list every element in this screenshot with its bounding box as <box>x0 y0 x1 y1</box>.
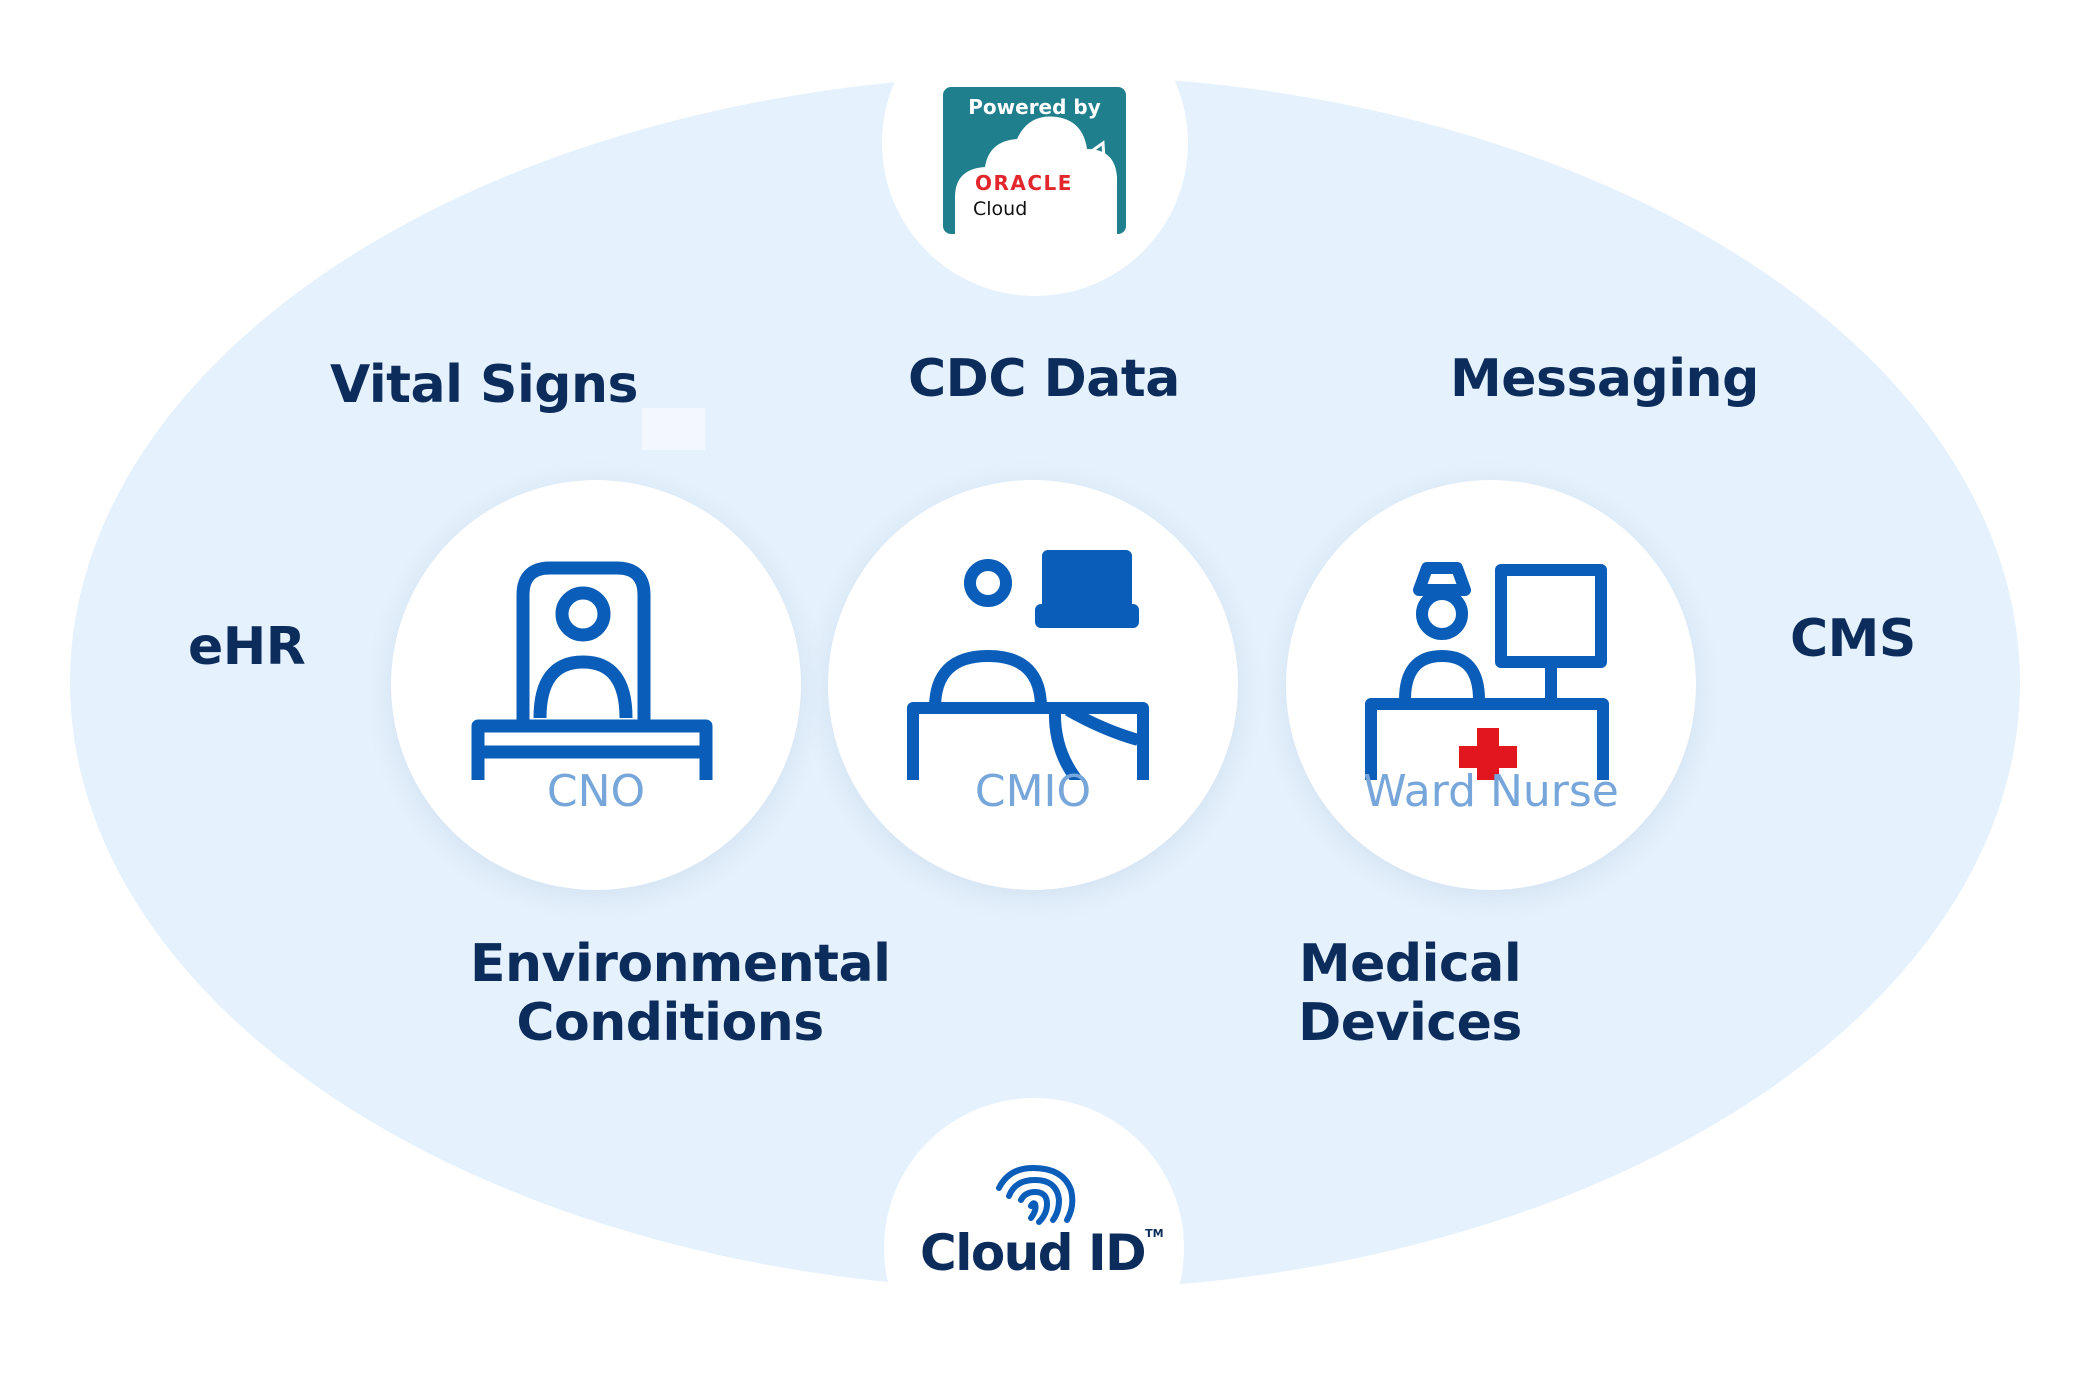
topic-ehr: eHR <box>188 617 306 677</box>
role-cmio-label: CMIO <box>974 766 1092 817</box>
computer-desk-icon <box>907 550 1149 780</box>
fingerprint-icon <box>996 1164 1076 1225</box>
role-cno-label: CNO <box>546 766 646 817</box>
decorative-rect <box>642 408 705 450</box>
desk-person-icon <box>471 561 713 780</box>
cloud-id-wordmark: Cloud ID <box>920 1224 1147 1282</box>
topic-cms: CMS <box>1790 609 1916 669</box>
role-cmio-circle: CMIO <box>828 480 1238 890</box>
oracle-cloud-text: Cloud <box>973 198 1028 220</box>
topic-messaging: Messaging <box>1450 349 1759 409</box>
topic-cdc-data: CDC Data <box>908 349 1180 409</box>
topic-medical-line1: Medical <box>1298 934 1522 994</box>
topic-medical-line2: Devices <box>1298 992 1522 1053</box>
cloud-id-logo: Cloud IDTM <box>920 1228 1164 1278</box>
oracle-wordmark: ORACLE <box>975 171 1073 195</box>
role-ward-nurse-circle: Ward Nurse <box>1286 480 1696 890</box>
cloud-id-circle <box>884 1098 1184 1398</box>
topic-environmental-line2: Conditions <box>516 992 824 1053</box>
nurse-station-icon <box>1365 562 1609 780</box>
oracle-cloud-badge: Powered by ORACLE Cloud <box>943 87 1126 234</box>
role-ward-nurse-label: Ward Nurse <box>1363 766 1619 817</box>
powered-by-text: Powered by <box>968 95 1101 119</box>
role-cno-circle: CNO <box>391 480 801 890</box>
trademark-symbol: TM <box>1145 1227 1164 1240</box>
topic-medical-devices: Medical Devices <box>1260 935 1560 1053</box>
topic-environmental-line1: Environmental <box>470 934 891 994</box>
topic-environmental-conditions: Environmental Conditions <box>470 934 891 1053</box>
topic-vital-signs: Vital Signs <box>330 355 639 415</box>
cloud-shape-icon <box>955 116 1117 234</box>
